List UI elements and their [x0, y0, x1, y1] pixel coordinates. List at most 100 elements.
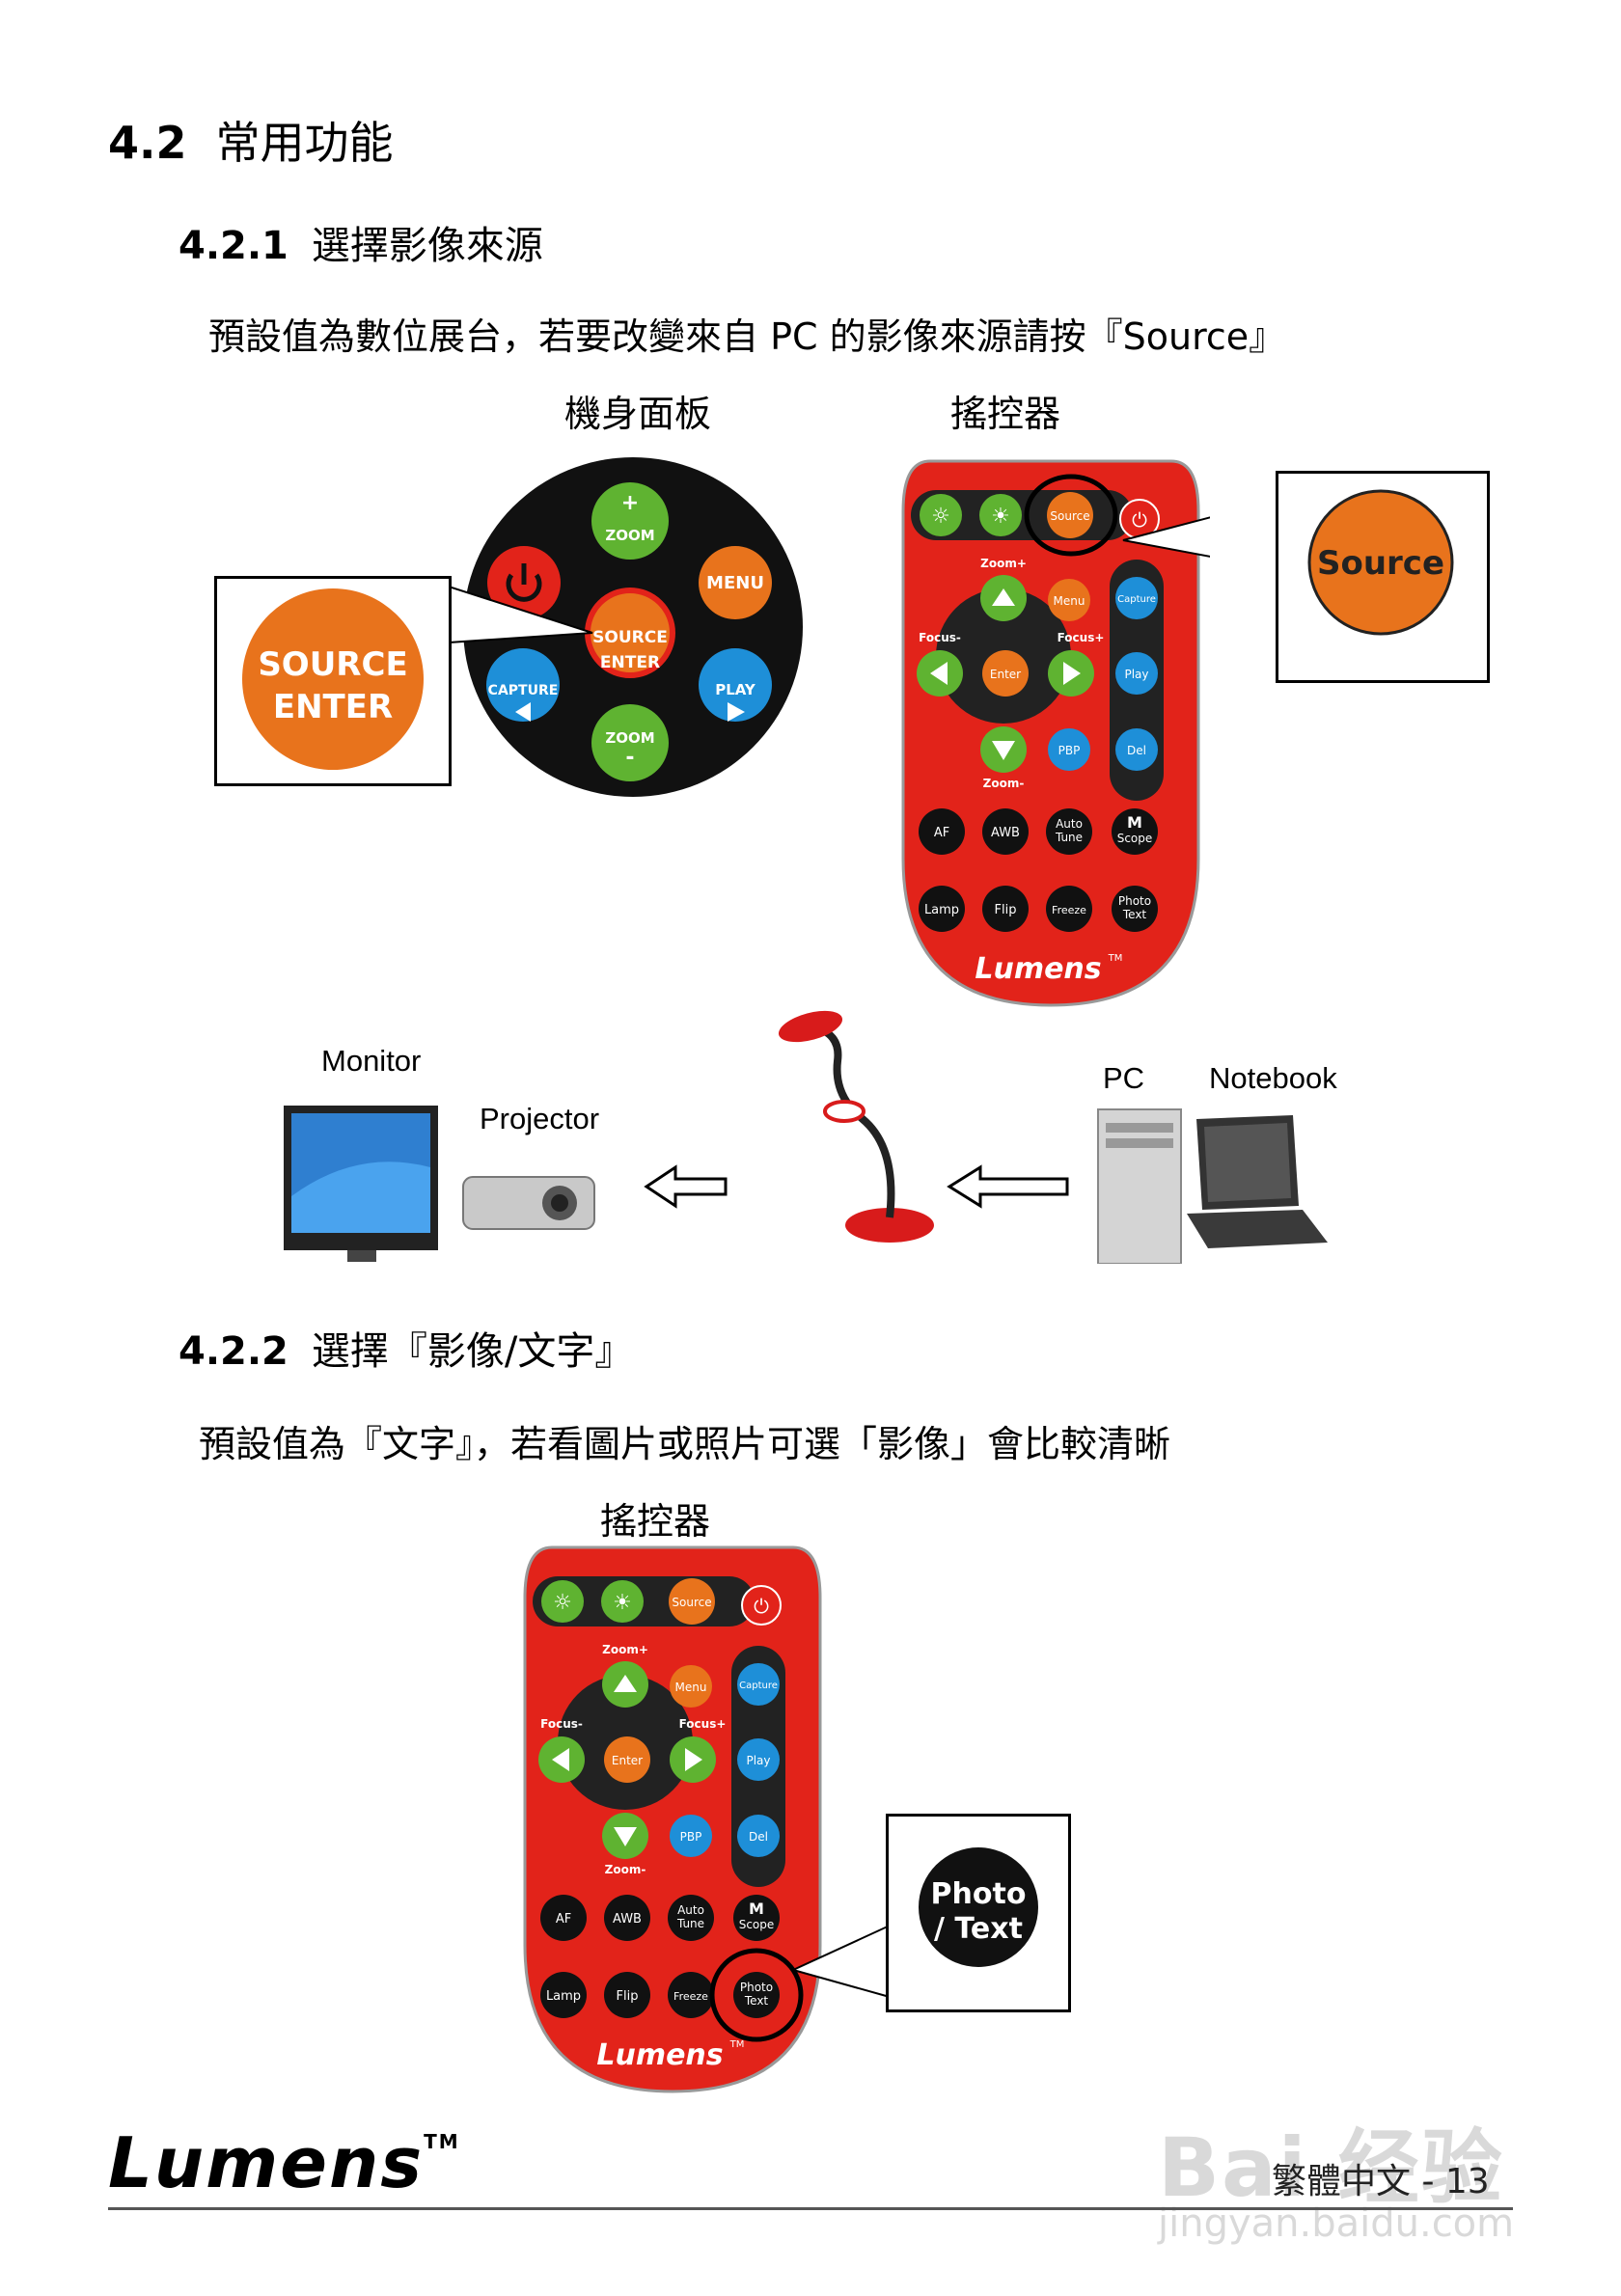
remote-lamp-button[interactable]: [919, 886, 965, 932]
footer-brand-tm: TM: [424, 2130, 460, 2153]
down-arrow-icon: [614, 1827, 637, 1846]
remote2-scope-label: Scope: [739, 1918, 775, 1931]
section-title: 常用功能: [215, 117, 394, 169]
sun-icon: ☼: [553, 1591, 572, 1615]
remote2-auto-tune-button[interactable]: [668, 1895, 714, 1941]
remote-enter-label: Enter: [990, 668, 1021, 681]
remote2-enter-button[interactable]: [604, 1736, 650, 1783]
remote-capture-label: Capture: [1117, 594, 1156, 605]
brightness-up-button-2[interactable]: [601, 1580, 644, 1623]
pc-label: PC: [1103, 1061, 1145, 1095]
remote2-awb-button[interactable]: [604, 1895, 650, 1941]
source-highlight-circle: [1024, 474, 1118, 557]
zoom-out-label: ZOOM: [605, 729, 654, 747]
remote2-tune-label: Tune: [676, 1917, 704, 1930]
remote2-menu-button[interactable]: [670, 1665, 712, 1708]
remote-del-button[interactable]: [1115, 728, 1158, 771]
panel-label: 機身面板: [564, 393, 712, 435]
panel-source-enter-button[interactable]: SOURCE ENTER: [585, 588, 675, 678]
remote-menu-label: Menu: [1054, 594, 1085, 608]
power-icon: ⏻: [754, 1595, 769, 1618]
remote-auto-tune-button[interactable]: [1046, 808, 1092, 855]
remote2-af-button[interactable]: [540, 1895, 587, 1941]
brightness-down-button-2[interactable]: [541, 1580, 584, 1623]
panel-capture-button[interactable]: CAPTURE: [486, 648, 560, 722]
remote2-freeze-button[interactable]: [668, 1972, 714, 2018]
remote-lamp-label: Lamp: [924, 903, 959, 917]
remote2-enter-label: Enter: [612, 1754, 643, 1767]
callout-source-text: SOURCE: [258, 645, 407, 684]
remote-mscope-button[interactable]: [1112, 808, 1158, 855]
remote2-lamp-button[interactable]: [540, 1972, 587, 2018]
remote2-awb-label: AWB: [613, 1912, 642, 1927]
remote-tune-label: Tune: [1055, 831, 1083, 844]
remote-control-2: ☼ ☀ Source ⏻ Zoom+ Menu Capture Focus- F…: [523, 1545, 891, 2093]
left-arrow-icon: [930, 662, 948, 685]
sun-bright-icon: ☀: [613, 1591, 632, 1615]
remote2-photo-text-button[interactable]: [733, 1972, 780, 2018]
remote2-brand-tm: TM: [729, 2039, 745, 2050]
remote-pbp-button[interactable]: [1048, 728, 1090, 771]
right-arrow-icon: [728, 702, 745, 722]
brightness-down-button[interactable]: [920, 494, 962, 536]
remote2-focus-plus-label: Focus+: [679, 1717, 727, 1731]
remote-auto-label: Auto: [1056, 817, 1083, 831]
sun-icon: ☼: [931, 505, 950, 529]
remote-flip-button[interactable]: [982, 886, 1029, 932]
brightness-up-button[interactable]: [979, 494, 1022, 536]
remote2-play-button[interactable]: [737, 1738, 780, 1781]
remote-brand-logo: Lumens: [975, 952, 1101, 986]
up-arrow-icon: [992, 588, 1015, 606]
panel-source-label: SOURCE: [592, 628, 668, 647]
remote2-zoom-plus-label: Zoom+: [602, 1643, 648, 1656]
remote-photo-label: Photo: [1118, 894, 1151, 908]
remote-af-label: AF: [934, 826, 949, 840]
down-arrow-icon: [992, 741, 1015, 760]
remote2-flip-button[interactable]: [604, 1972, 650, 2018]
remote2-del-button[interactable]: [737, 1815, 780, 1857]
panel-menu-button[interactable]: MENU: [699, 546, 772, 619]
photo-text-highlight-circle: [709, 1948, 804, 2042]
remote-menu-button[interactable]: [1048, 579, 1090, 621]
panel-zoom-out-button[interactable]: ZOOM -: [591, 704, 669, 781]
remote-freeze-button[interactable]: [1046, 886, 1092, 932]
footer-divider: [108, 2207, 1513, 2210]
remote-awb-button[interactable]: [982, 808, 1029, 855]
remote2-capture-button[interactable]: [737, 1663, 780, 1706]
remote2-menu-label: Menu: [675, 1681, 707, 1694]
remote-enter-button[interactable]: [982, 650, 1029, 697]
notebook-image: [1187, 1115, 1328, 1248]
subsection-1-title: 選擇影像來源: [311, 224, 543, 268]
up-arrow-icon: [614, 1675, 637, 1692]
footer-logo: LumensTM: [108, 2122, 460, 2203]
callout-photo-text: Photo: [931, 1877, 1027, 1911]
remote-photo-text-button[interactable]: [1112, 886, 1158, 932]
remote-play-button[interactable]: [1115, 652, 1158, 695]
left-arrow-icon: [552, 1748, 569, 1771]
remote2-power-button[interactable]: [741, 1585, 782, 1626]
watermark: Bai 经验: [1158, 2120, 1504, 2215]
remote-brand-tm: TM: [1108, 953, 1123, 964]
remote2-source-button[interactable]: [669, 1578, 715, 1625]
remote-pbp-label: PBP: [1058, 744, 1081, 757]
panel-zoom-in-button[interactable]: + ZOOM: [591, 482, 669, 560]
panel-play-button[interactable]: PLAY: [699, 648, 772, 722]
remote-capture-button[interactable]: [1115, 577, 1158, 619]
remote-flip-label: Flip: [995, 903, 1017, 917]
power-icon: ⏻: [1132, 508, 1147, 532]
remote-source-button[interactable]: Source: [1047, 492, 1093, 538]
remote2-pbp-button[interactable]: [670, 1815, 712, 1857]
projector-image: [462, 1176, 595, 1230]
remote-control-1: ☼ ☀ Source ⏻ Zoom+ Menu Capture Focus- F…: [901, 459, 1210, 1007]
remote2-mscope-button[interactable]: [733, 1895, 780, 1941]
remote-source-callout: Source: [1276, 471, 1490, 683]
remote2-auto-label: Auto: [677, 1903, 704, 1917]
remote-focus-plus-label: Focus+: [1058, 631, 1105, 644]
remote-play-label: Play: [1124, 668, 1148, 681]
panel-power-button[interactable]: [487, 546, 561, 619]
arrow-to-camera: [947, 1164, 1069, 1209]
remote-af-button[interactable]: [919, 808, 965, 855]
callout-text-text: / Text: [934, 1912, 1023, 1946]
monitor-image: [284, 1106, 438, 1262]
